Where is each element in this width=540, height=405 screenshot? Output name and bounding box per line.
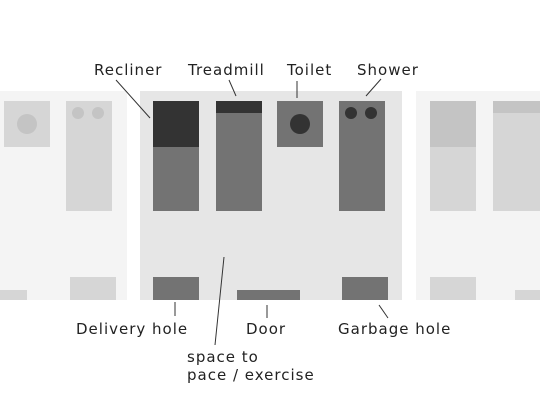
pace-label-line-1: space to [187, 348, 259, 366]
pace-label-line-2: pace / exercise [187, 366, 315, 384]
treadmill-console [216, 101, 262, 113]
recliner-label: Recliner [94, 61, 163, 79]
garbage-hole-label: Garbage hole [338, 320, 452, 338]
main-cell [140, 91, 402, 300]
garbage-hole [342, 277, 388, 300]
recliner-leader [115, 79, 151, 119]
right-neighbor-cell [416, 91, 540, 300]
right-neighbor-door [515, 290, 540, 300]
left-neighbor-shower-drain-1 [72, 107, 84, 119]
door [237, 290, 300, 300]
left-neighbor-door [0, 290, 27, 300]
left-neighbor-cell [0, 91, 127, 300]
left-neighbor-toilet-bowl [17, 114, 37, 134]
left-neighbor-shower [66, 101, 112, 211]
recliner-backrest [153, 101, 199, 147]
left-neighbor-shower-drain-2 [92, 107, 104, 119]
delivery-hole-label: Delivery hole [76, 320, 189, 338]
toilet-label: Toilet [287, 61, 333, 79]
pace-leader [214, 256, 225, 346]
treadmill [216, 101, 262, 211]
shower-label: Shower [357, 61, 419, 79]
right-neighbor-recliner-backrest [430, 101, 476, 147]
right-neighbor-treadmill [493, 101, 540, 211]
shower [339, 101, 385, 211]
door-label: Door [246, 320, 287, 338]
treadmill-label: Treadmill [188, 61, 265, 79]
right-neighbor-treadmill-console [493, 101, 540, 113]
garbage-hole-leader [378, 304, 389, 319]
toilet-bowl [290, 114, 310, 134]
shower-leader [365, 78, 382, 97]
left-neighbor-hole [70, 277, 116, 300]
treadmill-leader [228, 79, 237, 97]
shower-drain-left [345, 107, 357, 119]
shower-drain-right [365, 107, 377, 119]
leader-lines [115, 78, 389, 346]
right-neighbor-hole [430, 277, 476, 300]
delivery-hole [153, 277, 199, 300]
